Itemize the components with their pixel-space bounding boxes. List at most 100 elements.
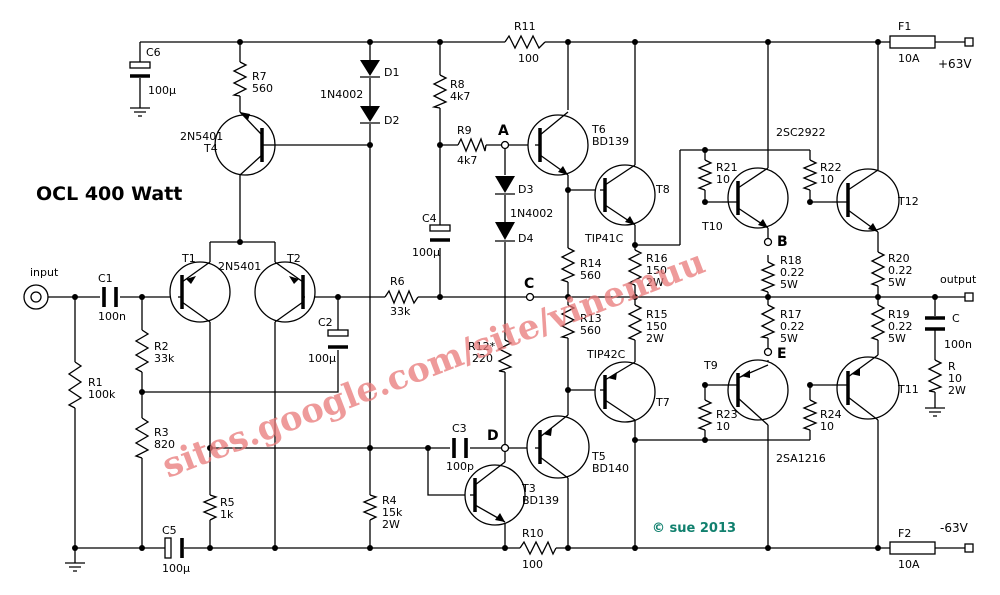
- r12-name: R12*: [468, 340, 496, 353]
- resistor-r4: [362, 494, 378, 521]
- diode-d3: [495, 176, 515, 195]
- r2-value: 33k: [154, 352, 175, 365]
- capacitor-c1: [102, 287, 118, 307]
- t4-name: T4: [203, 142, 218, 155]
- r11-value: 100: [518, 52, 539, 65]
- resistor-r3: [134, 417, 150, 459]
- capacitor-c3: [452, 438, 468, 458]
- rz-value: 10: [948, 372, 962, 385]
- r23-value: 10: [716, 420, 730, 433]
- t8-type: TIP41C: [584, 232, 624, 245]
- r17-value: 0.22: [780, 320, 805, 333]
- resistor-r14: [560, 247, 576, 283]
- f1-name: F1: [898, 20, 911, 33]
- r14-value: 560: [580, 269, 601, 282]
- terminal-output: [964, 292, 974, 302]
- resistor-r16: [627, 249, 643, 286]
- capacitor-c5: [164, 537, 184, 559]
- resistor-r7: [231, 61, 248, 97]
- t3-type: BD139: [522, 494, 559, 507]
- transistor-t12: [832, 168, 900, 233]
- r17-name: R17: [780, 308, 802, 321]
- r18-value: 0.22: [780, 266, 805, 279]
- transistor-t2: [254, 261, 316, 323]
- t7-type: TIP42C: [586, 348, 626, 361]
- t4-type: 2N5401: [180, 130, 223, 143]
- t9-name: T9: [703, 359, 718, 372]
- r20-value: 0.22: [888, 264, 913, 277]
- c4-name: C4: [422, 212, 437, 225]
- r3-name: R3: [154, 426, 169, 439]
- resistor-r13: [559, 304, 576, 339]
- node-c-label: C: [524, 276, 534, 292]
- r9-name: R9: [457, 124, 472, 137]
- r18-power: 5W: [780, 278, 798, 291]
- r20-power: 5W: [888, 276, 906, 289]
- c1-value: 100n: [98, 310, 126, 323]
- diodes: [360, 60, 515, 242]
- r8-name: R8: [450, 78, 465, 91]
- c6-name: C6: [146, 46, 161, 59]
- cz-name: C: [952, 312, 960, 325]
- transistor-t10: [722, 167, 789, 229]
- r3-value: 820: [154, 438, 175, 451]
- t1-name: T1: [181, 252, 196, 265]
- fuses: [889, 35, 936, 555]
- r1-name: R1: [88, 376, 103, 389]
- f1-value: 10A: [898, 52, 920, 65]
- r23-name: R23: [716, 408, 738, 421]
- r10-value: 100: [522, 558, 543, 571]
- d3-name: D3: [518, 183, 533, 196]
- r21-value: 10: [716, 173, 730, 186]
- r13-name: R13: [580, 312, 602, 325]
- transistor-t6: [527, 111, 589, 176]
- transistor-t8: [594, 164, 656, 226]
- transistors: [169, 111, 900, 526]
- r21-name: R21: [716, 161, 738, 174]
- r18-name: R18: [780, 254, 802, 267]
- input-connector: [23, 284, 50, 310]
- resistor-r20: [870, 251, 886, 287]
- r1-value: 100k: [88, 388, 116, 401]
- c5-value: 100µ: [162, 562, 190, 575]
- t5-type: BD140: [592, 462, 629, 475]
- resistor-r23: [697, 399, 713, 431]
- npn-out-type: 2SC2922: [776, 126, 826, 139]
- r15-value: 150: [646, 320, 667, 333]
- r17-power: 5W: [780, 332, 798, 345]
- resistor-r5: [202, 494, 218, 521]
- r19-value: 0.22: [888, 320, 913, 333]
- resistor-r24: [802, 399, 818, 431]
- resistor-r17: [759, 304, 776, 339]
- r16-value: 150: [646, 264, 667, 277]
- c2-name: C2: [318, 316, 333, 329]
- t7-name: T7: [655, 396, 670, 409]
- resistor-r1: [67, 361, 83, 409]
- node-a-label: A: [498, 123, 509, 139]
- t6-name: T6: [591, 123, 606, 136]
- c3-value: 100p: [446, 460, 474, 473]
- t8-name: T8: [655, 183, 670, 196]
- f2-value: 10A: [898, 558, 920, 571]
- t12-name: T12: [897, 195, 919, 208]
- copyright-label: © sue 2013: [652, 521, 736, 536]
- node-e-label: E: [777, 346, 787, 362]
- schematic-title: OCL 400 Watt: [36, 183, 182, 205]
- resistor-r22: [802, 159, 818, 191]
- r11-name: R11: [514, 20, 536, 33]
- r8-value: 4k7: [450, 90, 470, 103]
- transistor-t9: [722, 359, 789, 426]
- r14-name: R14: [580, 257, 602, 270]
- d1-name: D1: [384, 66, 399, 79]
- node-d-label: D: [487, 428, 499, 444]
- r22-name: R22: [820, 161, 842, 174]
- terminals: [964, 37, 974, 553]
- d34-type: 1N4002: [510, 207, 553, 220]
- junctions: [72, 39, 938, 551]
- node-b-label: B: [777, 234, 788, 250]
- t10-name: T10: [701, 220, 723, 233]
- c2-value: 100µ: [308, 352, 336, 365]
- diode-d1: [360, 60, 380, 78]
- resistor-r19: [870, 304, 886, 341]
- r5-value: 1k: [220, 508, 234, 521]
